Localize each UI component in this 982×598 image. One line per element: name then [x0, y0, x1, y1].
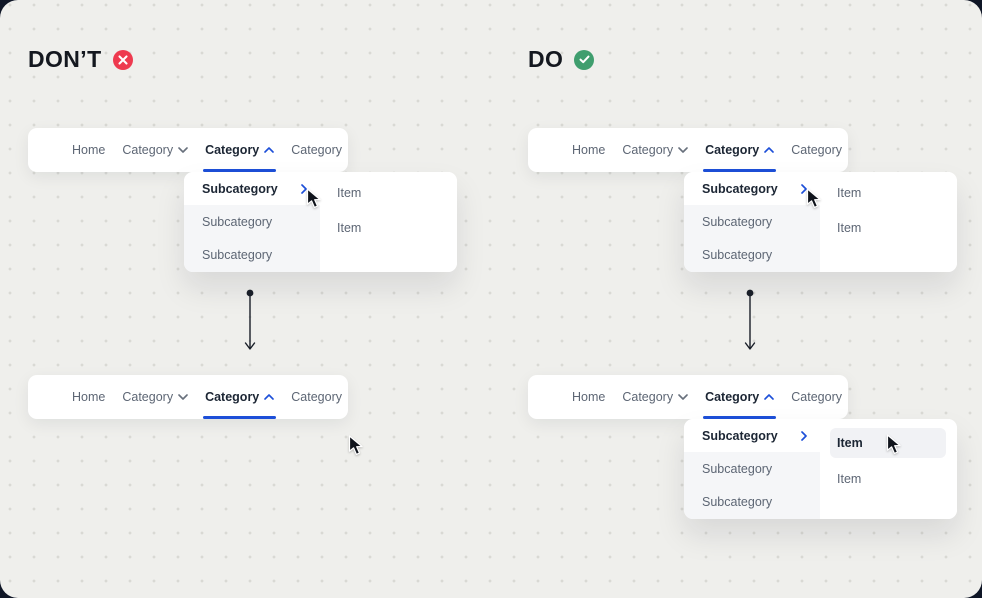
x-circle-icon — [112, 49, 133, 70]
nav-item-home[interactable]: Home — [72, 375, 105, 419]
mouse-cursor-icon — [886, 434, 901, 454]
chevron-right-icon — [301, 183, 307, 194]
nav-item-category-2-active[interactable]: Category — [703, 128, 777, 172]
dropdown-menu-dont: Subcategory Subcategory Subcategory Item… — [184, 172, 457, 272]
chevron-up-icon — [264, 394, 275, 400]
chevron-up-icon — [764, 147, 775, 153]
nav-item-category-3[interactable]: Category — [291, 375, 342, 419]
subcategory-label: Subcategory — [702, 461, 773, 476]
nav-item-home[interactable]: Home — [572, 128, 605, 172]
subcategory-item[interactable]: Subcategory — [684, 452, 820, 485]
nav-item-category-1[interactable]: Category — [622, 128, 688, 172]
nav-item-label: Category — [122, 390, 174, 404]
menu-item[interactable]: Item — [837, 220, 862, 235]
item-column: Item Item — [320, 172, 457, 272]
subcategory-column: Subcategory Subcategory Subcategory — [684, 419, 820, 519]
nav-item-category-1[interactable]: Category — [622, 375, 688, 419]
subcategory-label: Subcategory — [702, 181, 778, 196]
chevron-down-icon — [178, 147, 188, 153]
nav-item-label: Home — [72, 390, 106, 404]
subcategory-item[interactable]: Subcategory — [684, 205, 820, 238]
subcategory-item[interactable]: Subcategory — [184, 205, 320, 238]
nav-item-category-2-active[interactable]: Category — [203, 375, 277, 419]
navbar-dont-before: Home Category Category Category — [28, 128, 348, 172]
dont-label: DON’T — [28, 46, 102, 72]
subcategory-item-expanded[interactable]: Subcategory — [684, 419, 820, 453]
subcategory-item[interactable]: Subcategory — [184, 239, 320, 272]
transition-arrow-icon — [744, 289, 756, 350]
mouse-cursor-icon — [806, 188, 821, 208]
subcategory-item[interactable]: Subcategory — [684, 486, 820, 519]
nav-item-home[interactable]: Home — [72, 128, 105, 172]
chevron-down-icon — [178, 394, 188, 400]
subcategory-column: Subcategory Subcategory Subcategory — [184, 172, 320, 272]
nav-item-label: Category — [291, 390, 342, 404]
chevron-up-icon — [264, 147, 275, 153]
nav-item-category-1[interactable]: Category — [122, 375, 188, 419]
subcategory-label: Subcategory — [202, 248, 273, 263]
chevron-right-icon — [801, 430, 807, 441]
nav-item-category-2-active[interactable]: Category — [203, 128, 277, 172]
subcategory-label: Subcategory — [202, 181, 278, 196]
subcategory-item[interactable]: Subcategory — [684, 239, 820, 272]
nav-item-label: Category — [205, 390, 260, 404]
nav-item-category-3[interactable]: Category — [291, 128, 342, 172]
menu-item[interactable]: Item — [337, 220, 362, 235]
nav-item-label: Home — [72, 143, 106, 157]
nav-item-label: Category — [291, 143, 342, 157]
nav-item-label: Category — [205, 143, 260, 157]
navbar-do-before: Home Category Category Category — [528, 128, 848, 172]
nav-item-label: Category — [791, 143, 842, 157]
nav-item-category-3[interactable]: Category — [791, 375, 842, 419]
nav-item-label: Home — [572, 390, 606, 404]
mouse-cursor-icon — [306, 188, 321, 208]
subcategory-item-expanded[interactable]: Subcategory — [184, 172, 320, 206]
menu-item[interactable]: Item — [837, 471, 862, 486]
subcategory-label: Subcategory — [702, 428, 778, 443]
nav-item-category-3[interactable]: Category — [791, 128, 842, 172]
menu-item[interactable]: Item — [337, 185, 362, 200]
chevron-right-icon — [801, 183, 807, 194]
chevron-up-icon — [764, 394, 775, 400]
nav-item-label: Home — [572, 143, 606, 157]
nav-item-label: Category — [705, 390, 760, 404]
nav-item-label: Category — [622, 390, 674, 404]
check-circle-icon — [574, 49, 595, 70]
nav-item-label: Category — [622, 143, 674, 157]
navbar-dont-after: Home Category Category Category — [28, 375, 348, 419]
navbar-do-after: Home Category Category Category — [528, 375, 848, 419]
nav-item-category-1[interactable]: Category — [122, 128, 188, 172]
chevron-down-icon — [678, 147, 688, 153]
subcategory-label: Subcategory — [702, 214, 773, 229]
chevron-down-icon — [678, 394, 688, 400]
mouse-cursor-icon — [348, 435, 363, 455]
nav-item-category-2-active[interactable]: Category — [703, 375, 777, 419]
do-label: DO — [528, 46, 564, 72]
subcategory-label: Subcategory — [202, 214, 273, 229]
menu-item[interactable]: Item — [837, 185, 862, 200]
subcategory-item-expanded[interactable]: Subcategory — [684, 172, 820, 206]
dropdown-menu-do: Subcategory Subcategory Subcategory Item… — [684, 172, 957, 272]
dont-heading: DON’T — [28, 46, 133, 73]
subcategory-label: Subcategory — [702, 495, 773, 510]
item-column: Item Item — [820, 172, 957, 272]
nav-item-home[interactable]: Home — [572, 375, 605, 419]
nav-item-label: Category — [791, 390, 842, 404]
transition-arrow-icon — [244, 289, 256, 350]
subcategory-column: Subcategory Subcategory Subcategory — [684, 172, 820, 272]
subcategory-label: Subcategory — [702, 248, 773, 263]
do-heading: DO — [528, 46, 595, 73]
dropdown-menu-do-open: Subcategory Subcategory Subcategory Item… — [684, 419, 957, 519]
nav-item-label: Category — [705, 143, 760, 157]
nav-item-label: Category — [122, 143, 174, 157]
